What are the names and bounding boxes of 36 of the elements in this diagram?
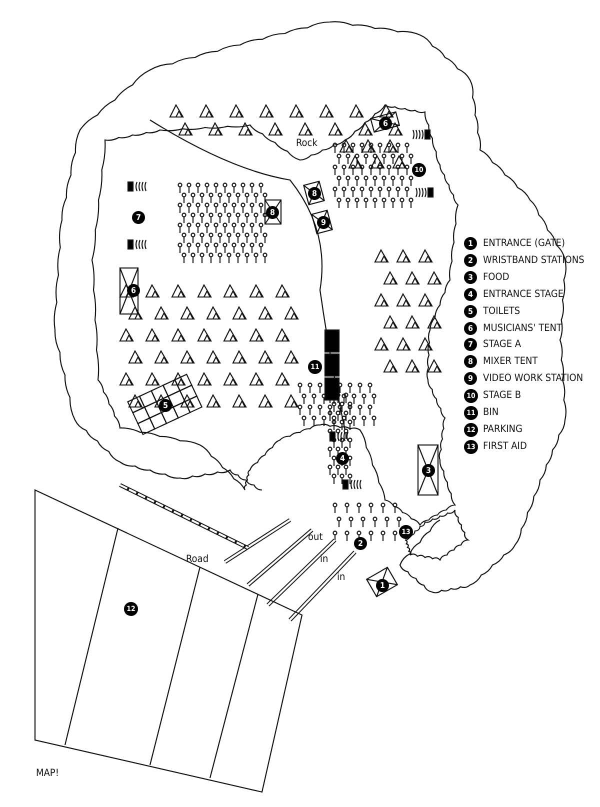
callout-number: 8 [464,355,477,368]
callout-number: 1 [464,237,477,250]
callout-number: 9 [317,216,330,229]
legend-label: BIN [483,407,499,419]
callout-number: 6 [127,284,140,297]
callout-number: 7 [132,211,145,224]
map-caption: MAP! [36,768,59,780]
callout-number: 4 [464,288,477,301]
map-label: Road [186,554,209,566]
legend-label: MUSICIANS' TENT [483,322,562,334]
callout-number: 8 [266,206,279,219]
legend-label: MIXER TENT [483,356,538,368]
callout-number: 1 [376,579,389,592]
legend-label: STAGE B [483,390,522,402]
legend-label: ENTRANCE STAGE [483,288,564,301]
callout-number: 5 [159,399,172,412]
callout-number: 2 [354,537,367,550]
callout-number: 7 [464,338,477,352]
legend-label: FOOD [483,272,510,284]
callout-number: 6 [464,322,477,334]
legend-label: TOILETS [483,306,520,318]
legend-label: PARKING [483,424,522,436]
legend-label: FIRST AID [483,440,527,453]
map-label: out [308,532,323,544]
callout-number: 3 [464,270,477,284]
map-label: in [337,572,346,584]
callout-number: 9 [464,372,477,386]
callout-number: 3 [422,464,435,477]
callout-number: 5 [464,304,477,318]
map-label: in [320,554,328,566]
map-label: Rock [296,138,318,150]
callout-number: 6 [379,117,392,130]
legend-label: STAGE A [483,339,522,352]
callout-number: 8 [308,187,321,200]
callout-number: 2 [464,254,477,267]
callout-number: 4 [336,452,349,465]
